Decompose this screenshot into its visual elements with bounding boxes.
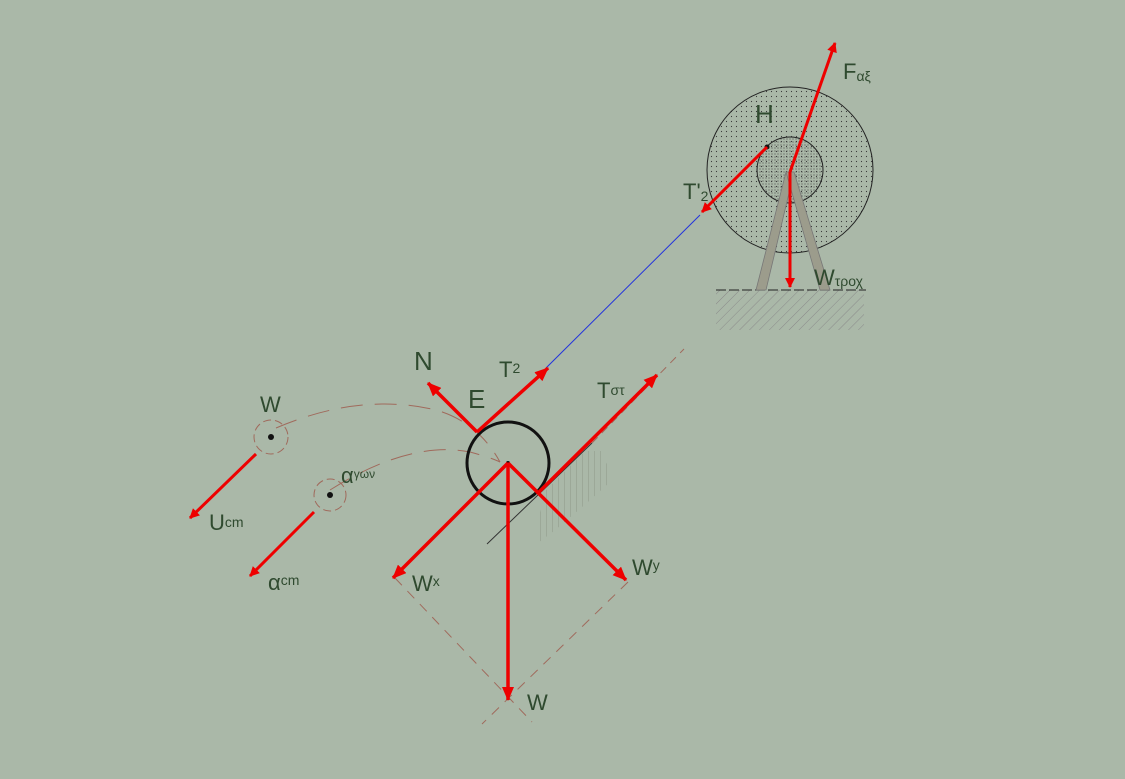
velocity-ucm-arrow (188, 452, 258, 520)
guide-arc-lower (329, 449, 501, 491)
force-t2-arrow (475, 366, 550, 434)
omega-symbol (253, 419, 289, 455)
force-wy-arrow (506, 461, 628, 582)
guide-arc-upper (275, 403, 501, 463)
force-wx-arrow (391, 461, 510, 580)
angular-accel-dot (327, 492, 333, 498)
incline-hatch (535, 451, 612, 545)
label-t2: T2 (499, 357, 520, 382)
label-alpha-gon: αγων (341, 463, 375, 488)
rope (545, 214, 701, 369)
label-wy: Wy (632, 555, 660, 580)
label-h: H (755, 99, 774, 129)
angular-accel-ring (313, 478, 347, 512)
force-f-arrow (788, 42, 837, 173)
label-tst: Tστ (597, 378, 625, 403)
accel-cm-arrow (248, 510, 316, 578)
force-n-arrow (426, 381, 479, 434)
label-f: Fαξ (843, 59, 871, 84)
force-tst-arrow (535, 373, 659, 496)
label-n: N (414, 346, 433, 376)
omega-ring (253, 419, 289, 455)
decomp-dash-wx (394, 577, 533, 723)
label-w-bottom: W (527, 690, 548, 715)
label-wx: Wx (412, 571, 440, 596)
angular-accel-symbol (313, 478, 347, 512)
decomp-dash-wy (481, 581, 629, 725)
incline-dashed-extension (591, 348, 685, 444)
label-alpha-cm: αcm (268, 570, 299, 595)
label-t2-prime: T'2 (683, 179, 709, 204)
label-w-troch: Wτροχ (814, 265, 864, 290)
omega-dot (268, 434, 274, 440)
label-w-top: W (260, 392, 281, 417)
label-e: E (468, 384, 485, 414)
ground-hatch (716, 290, 864, 330)
label-ucm: Ucm (209, 510, 244, 535)
force-t2-prime-arrow (700, 145, 769, 214)
